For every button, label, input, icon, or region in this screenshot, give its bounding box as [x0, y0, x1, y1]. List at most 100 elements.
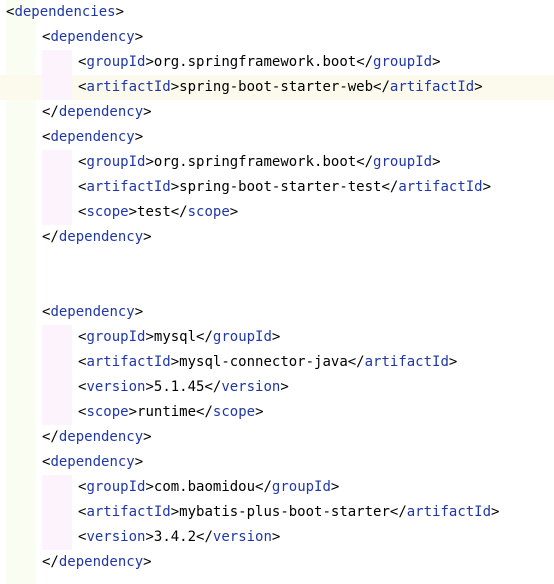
code-line[interactable]: </dependency>: [0, 225, 554, 250]
indent-guide-level-2: [42, 475, 72, 500]
tag-name: artifactId: [389, 79, 475, 95]
tag-name: scope: [86, 204, 129, 220]
code-line[interactable]: <groupId>org.springframework.boot</group…: [0, 50, 554, 75]
code-line[interactable]: <dependency>: [0, 25, 554, 50]
code-line[interactable]: </dependency>: [0, 550, 554, 575]
tag-name: version: [86, 529, 146, 545]
xml-element: <artifactId>mysql-connector-java</artifa…: [78, 350, 457, 375]
tag-bracket-close: >: [229, 204, 239, 220]
code-line[interactable]: [0, 275, 554, 300]
indent-guide-level-2: [42, 200, 72, 225]
tag-name: groupId: [86, 329, 146, 345]
tag-name: dependency: [50, 304, 135, 320]
tag-bracket-open: </: [255, 479, 272, 495]
tag-name: dependency: [58, 554, 144, 570]
tag-bracket-close: >: [145, 329, 154, 345]
tag-bracket-close: >: [170, 354, 180, 370]
tag-bracket-close: >: [134, 129, 144, 145]
tag-name: groupId: [212, 329, 272, 345]
indent-guide-level-2: [42, 325, 72, 350]
tag-bracket-close: >: [271, 529, 281, 545]
code-line[interactable]: <artifactId>mybatis-plus-boot-starter</a…: [0, 500, 554, 525]
code-line[interactable]: <dependency>: [0, 300, 554, 325]
tag-bracket-open: <: [78, 54, 87, 70]
code-line[interactable]: <artifactId>spring-boot-starter-test</ar…: [0, 175, 554, 200]
element-value: 5.1.45: [153, 379, 205, 395]
tag-name: groupId: [86, 154, 146, 170]
tag-name: dependency: [50, 129, 135, 145]
code-line[interactable]: <dependency>: [0, 450, 554, 475]
code-line[interactable]: <dependency>: [0, 125, 554, 150]
tag-bracket-open: </: [381, 179, 399, 195]
tag-bracket-close: >: [170, 179, 180, 195]
tag-bracket-open: </: [356, 154, 374, 170]
tag-bracket-close: >: [143, 104, 152, 120]
element-value: org.springframework.boot: [153, 54, 357, 70]
tag-bracket-open: </: [356, 54, 374, 70]
tag-name: version: [212, 529, 272, 545]
tag-bracket-open: </: [204, 379, 222, 395]
xml-open-tag: <dependency>: [42, 125, 143, 150]
tag-bracket-close: >: [134, 304, 144, 320]
indent-guide-level-2: [42, 150, 72, 175]
indent-guide-level-2: [42, 175, 72, 200]
indent-guide-level-2: [42, 75, 72, 100]
tag-bracket-open: </: [196, 529, 213, 545]
tag-name: version: [221, 379, 281, 395]
code-line[interactable]: <version>5.1.45</version>: [0, 375, 554, 400]
tag-bracket-close: >: [432, 154, 441, 170]
tag-name: artifactId: [86, 79, 171, 95]
xml-element: <version>5.1.45</version>: [78, 375, 289, 400]
tag-bracket-open: <: [78, 79, 87, 95]
tag-bracket-close: >: [145, 154, 154, 170]
tag-bracket-open: </: [196, 404, 213, 420]
indent-guide-level-2: [42, 375, 72, 400]
code-line[interactable]: </dependency>: [0, 100, 554, 125]
code-line[interactable]: <scope>runtime</scope>: [0, 400, 554, 425]
xml-element: <scope>runtime</scope>: [78, 400, 264, 425]
code-line[interactable]: <scope>test</scope>: [0, 200, 554, 225]
code-line[interactable]: <groupId>org.springframework.boot</group…: [0, 150, 554, 175]
tag-bracket-open: <: [78, 504, 87, 520]
tag-name: artifactId: [86, 504, 171, 520]
tag-bracket-open: <: [78, 154, 87, 170]
tag-bracket-open: </: [373, 79, 390, 95]
tag-bracket-close: >: [280, 379, 289, 395]
indent-guide-level-2: [42, 525, 72, 550]
code-line[interactable]: <dependencies>: [0, 0, 554, 25]
xml-element: <version>3.4.2</version>: [78, 525, 280, 550]
code-line[interactable]: <version>3.4.2</version>: [0, 525, 554, 550]
tag-bracket-open: </: [42, 554, 59, 570]
tag-bracket-close: >: [115, 4, 125, 20]
xml-element: <groupId>org.springframework.boot</group…: [78, 50, 441, 75]
tag-name: groupId: [86, 54, 146, 70]
element-value: mysql-connector-java: [179, 354, 348, 370]
xml-open-tag: <dependency>: [42, 450, 143, 475]
tag-bracket-close: >: [448, 354, 458, 370]
tag-bracket-close: >: [491, 504, 500, 520]
tag-bracket-open: </: [42, 429, 59, 445]
tag-bracket-open: <: [42, 454, 51, 470]
code-line[interactable]: [0, 250, 554, 275]
code-line[interactable]: </dependency>: [0, 425, 554, 450]
element-value: mysql: [153, 329, 197, 345]
tag-bracket-open: <: [78, 404, 87, 420]
tag-bracket-open: <: [78, 379, 87, 395]
tag-bracket-close: >: [330, 479, 340, 495]
indent-guide-level-2: [42, 500, 72, 525]
tag-bracket-close: >: [134, 454, 144, 470]
code-line-current[interactable]: <artifactId>spring-boot-starter-web</art…: [0, 75, 554, 100]
element-value: mybatis-plus-boot-starter: [179, 504, 390, 520]
tag-bracket-close: >: [271, 329, 281, 345]
xml-close-tag: </dependency>: [42, 550, 152, 575]
code-line[interactable]: <groupId>mysql</groupId>: [0, 325, 554, 350]
xml-element: <groupId>mysql</groupId>: [78, 325, 280, 350]
code-line[interactable]: <artifactId>mysql-connector-java</artifa…: [0, 350, 554, 375]
tag-bracket-open: <: [78, 204, 87, 220]
xml-close-tag: </dependency>: [42, 425, 152, 450]
code-line[interactable]: <groupId>com.baomidou</groupId>: [0, 475, 554, 500]
tag-name: groupId: [373, 54, 433, 70]
tag-bracket-open: <: [42, 304, 51, 320]
